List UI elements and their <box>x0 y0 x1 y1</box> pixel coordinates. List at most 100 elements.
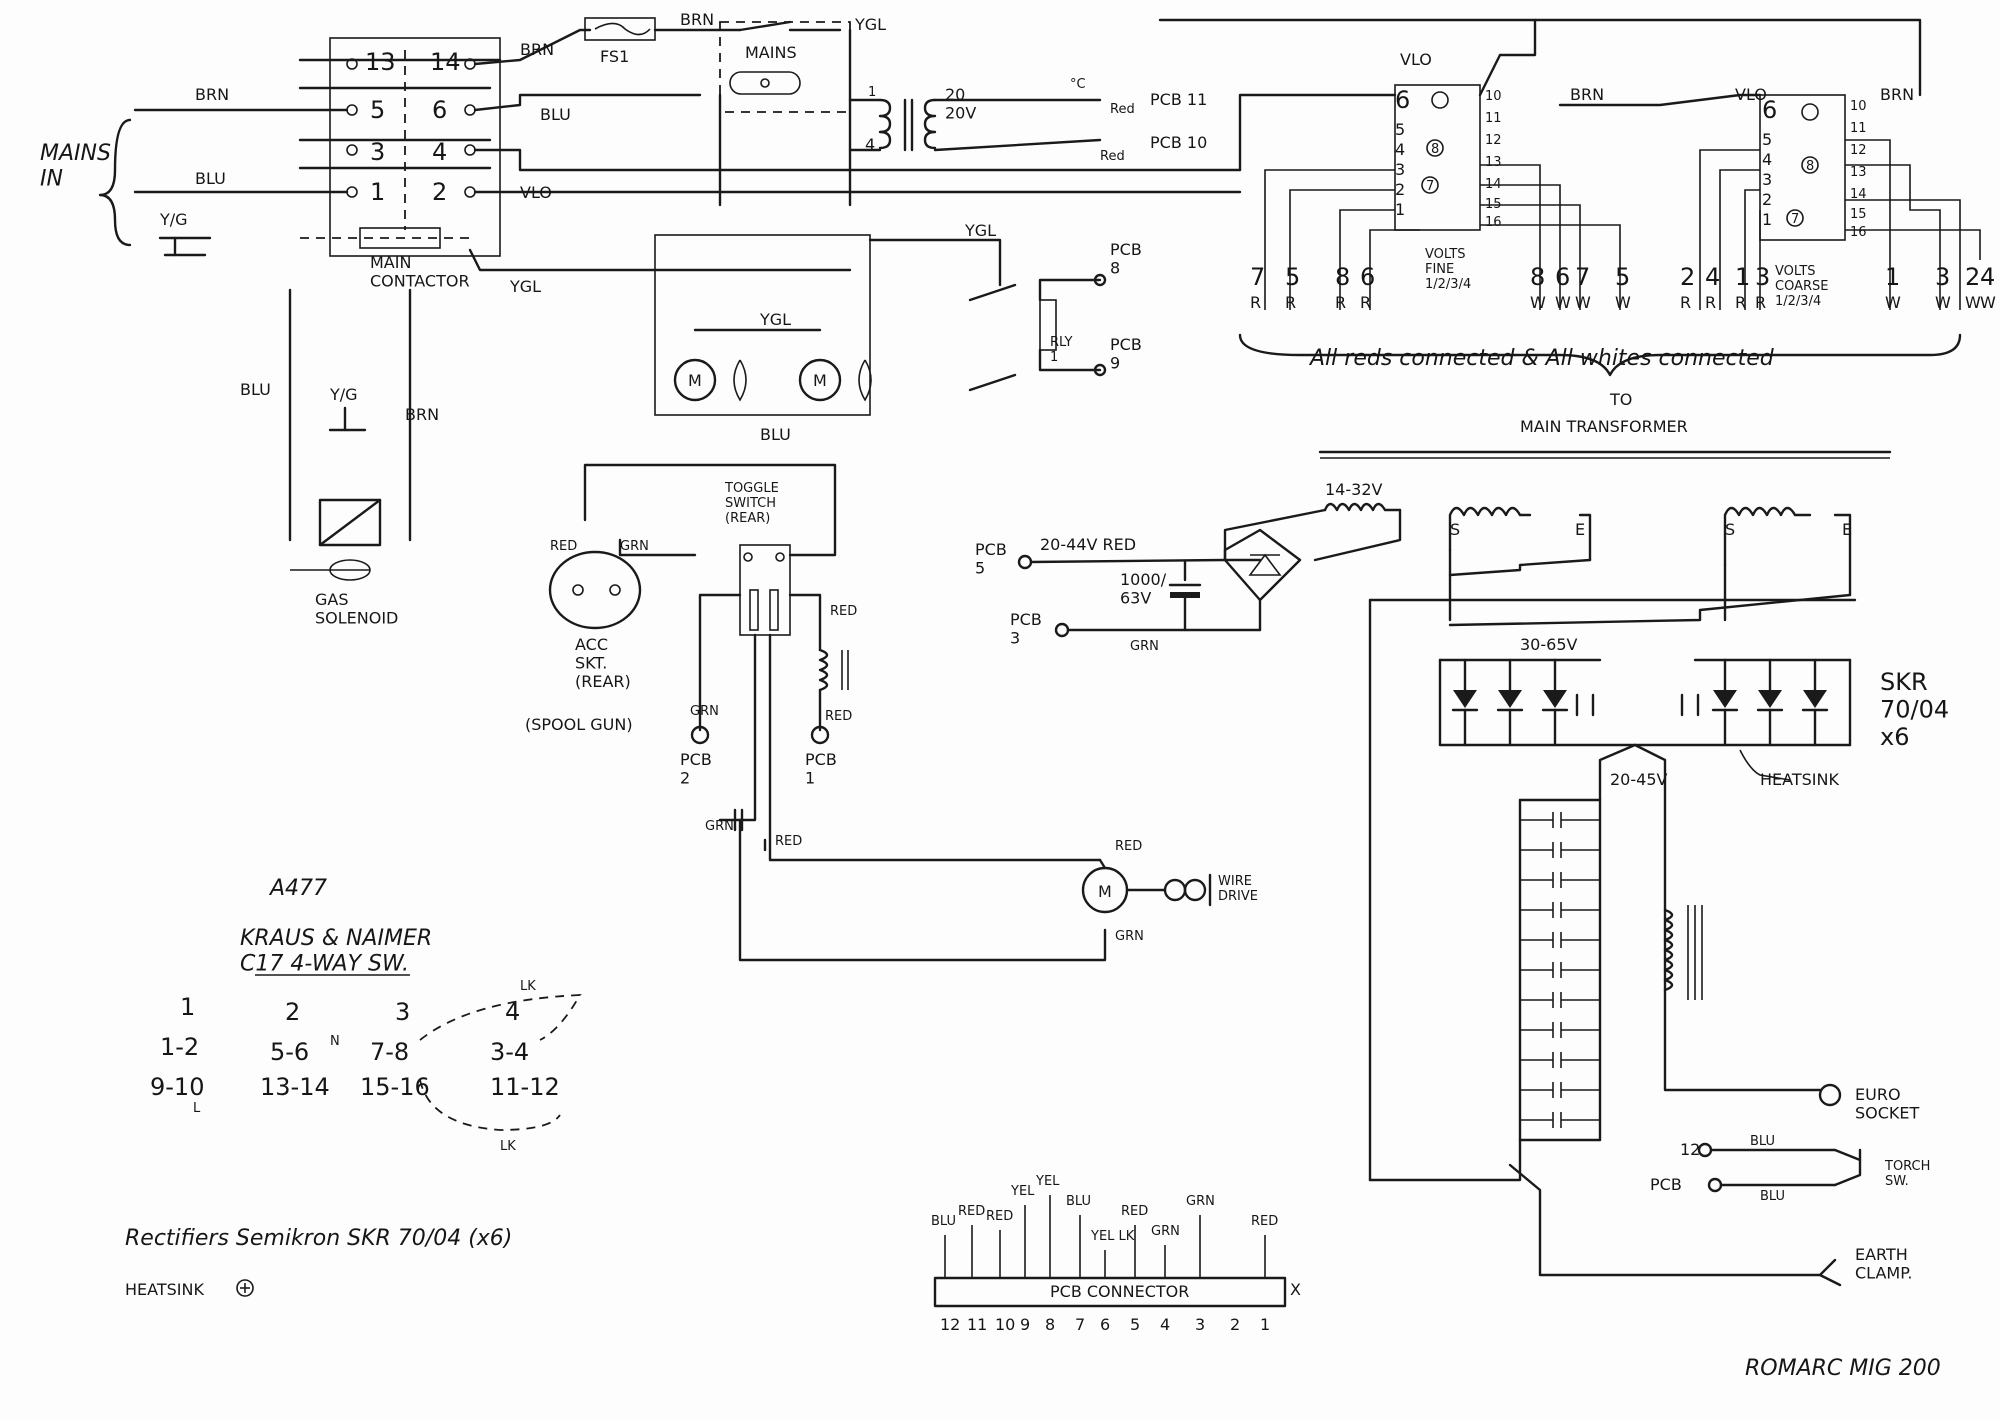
note-to: TO <box>1609 390 1632 409</box>
pcb-connector-label: PCB CONNECTOR <box>1050 1282 1189 1301</box>
earth-label: Y/G <box>159 210 188 229</box>
pcb-connector: PCB CONNECTOR X <box>933 1276 1301 1308</box>
coarse-brn: BRN <box>1880 85 1914 104</box>
coarse-pin-3: 3 <box>1762 170 1772 189</box>
tap-col-10: R <box>1735 293 1746 312</box>
tap-num-4: 8 <box>1530 263 1545 291</box>
rectifiers-note: Rectifiers Semikron SKR 70/04 (x6) <box>125 1226 512 1251</box>
pcb-connector-x: X <box>1290 1280 1301 1299</box>
coarse-pin-2: 2 <box>1762 190 1772 209</box>
contactor-yg: YGL <box>509 277 541 296</box>
tap-num-11: 3 <box>1755 263 1770 291</box>
acc-red: RED <box>550 539 577 554</box>
volts-coarse-switch: 6 5 4 3 2 1 10 11 12 13 14 15 16 8 7 VOL… <box>1759 94 1867 309</box>
main-e1: E <box>1575 520 1585 539</box>
tap-col-9: R <box>1705 293 1716 312</box>
kraus-l: L <box>193 1101 201 1116</box>
term-4: 4 <box>432 138 447 166</box>
pcb-wire-label-2: RED <box>986 1209 1013 1224</box>
aux-red-2: Red <box>1100 149 1125 164</box>
tap-num-10: 1 <box>1735 263 1750 291</box>
term-14: 14 <box>430 48 461 76</box>
output-filter <box>1518 743 1822 1142</box>
fine-brn: BRN <box>1570 85 1604 104</box>
term-13: 13 <box>365 48 396 76</box>
tap-col-1: R <box>1285 293 1296 312</box>
main-e2: E <box>1842 520 1852 539</box>
fine-pin-5: 5 <box>1395 120 1405 139</box>
pcb-wire-label-5: BLU <box>1066 1194 1091 1209</box>
coarse-pin-12: 12 <box>1850 143 1867 158</box>
term-1: 1 <box>370 178 385 206</box>
pcb-pin-0: 12 <box>940 1315 960 1334</box>
mains-switch-label: MAINS <box>745 43 797 62</box>
tap-col-11: R <box>1755 293 1766 312</box>
pcb-pin-11: 1 <box>1260 1315 1270 1334</box>
pcb-wire-label-9: GRN <box>1186 1194 1215 1209</box>
tap-col-13: W <box>1935 293 1951 312</box>
main-s1: S <box>1450 520 1460 539</box>
pcb-pin-9: 3 <box>1195 1315 1205 1334</box>
coarse-pin-1: 1 <box>1762 210 1772 229</box>
signature: ROMARC MIG 200 <box>1745 1356 1941 1381</box>
rect-grn: GRN <box>1130 639 1159 654</box>
aux-red-1: Red <box>1110 102 1135 117</box>
fans: M M YGL BLU <box>654 234 872 444</box>
tap-col-15: W <box>1980 293 1996 312</box>
tap-num-14: 2 <box>1965 263 1980 291</box>
gas-brn: BRN <box>405 405 439 424</box>
tog-grn: GRN <box>690 704 719 719</box>
acc-grn: GRN <box>620 539 649 554</box>
gas-blu: BLU <box>240 380 271 399</box>
mains-blu-label: BLU <box>195 169 226 188</box>
pcb-pin-1: 11 <box>967 1315 987 1334</box>
fuse-out-brn: BRN <box>680 10 714 29</box>
lead-grn: GRN <box>705 819 734 834</box>
fan-1-m: M <box>688 371 702 390</box>
tap-num-7: 5 <box>1615 263 1630 291</box>
diode-5 <box>1803 690 1827 708</box>
coarse-pin-5: 5 <box>1762 130 1772 149</box>
tap-num-1: 5 <box>1285 263 1300 291</box>
diode-0 <box>1453 690 1477 708</box>
relay-yg: YGL <box>964 221 996 240</box>
main-s2: S <box>1725 520 1735 539</box>
tap-num-5: 6 <box>1555 263 1570 291</box>
capacitor-bank <box>1520 812 1600 1128</box>
coarse-circ-7: 7 <box>1791 212 1799 227</box>
wire-vlo-label: VLO <box>520 183 552 202</box>
kraus-r2-1: 9-10 <box>150 1073 204 1101</box>
fine-vlo: VLO <box>1400 50 1432 69</box>
rectifier-diodes <box>1451 658 1829 747</box>
pcb-wire-label-8: GRN <box>1151 1224 1180 1239</box>
fine-pin-6: 6 <box>1395 86 1410 114</box>
pcb-wire-label-0: BLU <box>931 1214 956 1229</box>
coarse-circ-8: 8 <box>1806 159 1814 174</box>
cap-1000-63: 1000/63V <box>1120 570 1167 607</box>
out-pcb: PCB <box>1650 1175 1682 1194</box>
term-5: 5 <box>370 96 385 124</box>
pcb-pin-8: 4 <box>1160 1315 1170 1334</box>
gas-earth: Y/G <box>329 385 358 404</box>
pcb-wire-label-10: RED <box>1251 1214 1278 1229</box>
note-main-transformer: MAIN TRANSFORMER <box>1520 417 1688 436</box>
tap-col-3: R <box>1360 293 1371 312</box>
fine-circ-7: 7 <box>1426 179 1434 194</box>
diode-1 <box>1498 690 1522 708</box>
